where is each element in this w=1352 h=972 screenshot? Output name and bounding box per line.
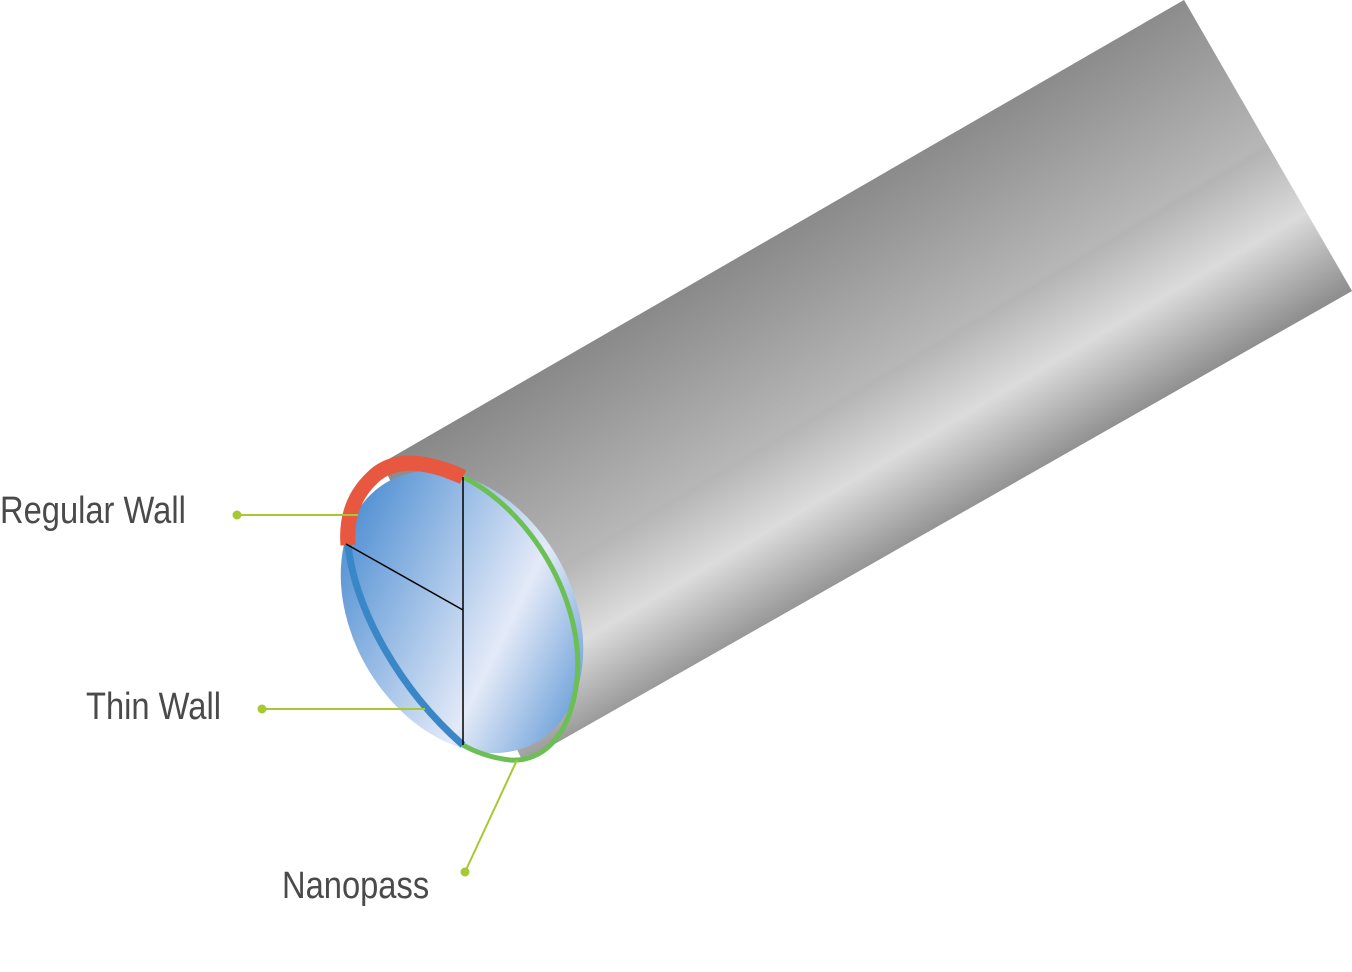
leader-regular-wall [232,510,358,520]
section-divider-diagonal [345,543,464,611]
label-thin-wall: Thin Wall [86,686,221,728]
leader-nanopass [460,759,518,877]
tube-body-shading [382,0,1352,762]
regular-wall-rim [340,455,467,546]
label-nanopass: Nanopass [282,865,430,907]
thin-wall-rim [344,544,466,748]
leader-thin-wall [257,704,425,714]
label-regular-wall: Regular Wall [0,490,186,532]
tube-bore [340,470,584,754]
nanopass-rim [461,474,581,763]
